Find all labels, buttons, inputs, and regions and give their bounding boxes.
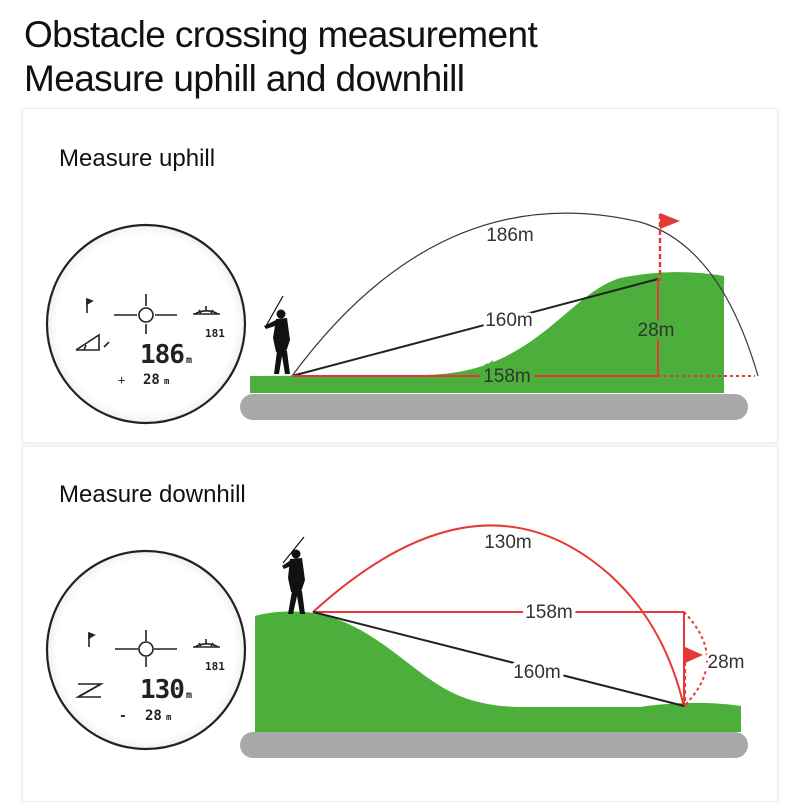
ground-strip <box>240 394 748 420</box>
downhill-horizontal-label: 158m <box>525 602 573 623</box>
uphill-straight-line <box>291 278 659 377</box>
crosshair-icon <box>115 630 177 667</box>
scan-arc-icon <box>193 306 220 315</box>
height-unit: m <box>164 377 170 387</box>
uphill-measure-lines <box>291 212 759 377</box>
uphill-scene: 181 186 m + 28 m <box>45 212 759 425</box>
height-unit: m <box>166 713 172 723</box>
slope-icon <box>75 333 110 351</box>
uphill-height-label: 28m <box>638 320 675 341</box>
main-distance-value: 186 <box>140 340 184 370</box>
downhill-rangefinder-display: 181 130 m - 28 m <box>45 549 247 751</box>
height-sign: + <box>118 373 125 387</box>
downhill-flag-icon <box>683 647 703 707</box>
main-distance-unit: m <box>186 355 192 366</box>
uphill-arc-label: 186m <box>486 225 534 246</box>
downhill-straight-line <box>312 611 685 707</box>
ground-strip <box>240 732 748 758</box>
main-distance-unit: m <box>186 690 192 701</box>
lens-ring <box>45 549 247 751</box>
downhill-arc-label: 130m <box>484 532 532 553</box>
downhill-panel-title: Measure downhill <box>59 481 246 508</box>
downhill-height-dashed-arc <box>683 611 708 707</box>
uphill-straight-label: 160m <box>485 310 533 331</box>
uphill-rangefinder-display: 181 186 m + 28 m <box>45 223 247 425</box>
page-heading-line-1: Obstacle crossing measurement <box>24 14 538 55</box>
height-value: 28 <box>143 372 160 388</box>
slope-icon <box>74 683 105 698</box>
uphill-panel-title: Measure uphill <box>59 145 216 172</box>
uphill-flag-icon <box>658 213 680 281</box>
downhill-golfer-icon <box>282 536 305 614</box>
downhill-straight-label: 160m <box>513 662 561 683</box>
main-distance-value: 130 <box>140 675 184 705</box>
height-sign: - <box>119 709 127 724</box>
uphill-golfer-icon <box>264 295 290 374</box>
scan-arc-icon <box>193 639 220 648</box>
mode-value: 181 <box>205 660 225 673</box>
downhill-hill <box>255 611 741 732</box>
downhill-height-label: 28m <box>708 652 745 673</box>
downhill-scene: 181 130 m - 28 m <box>45 524 748 758</box>
uphill-arc-line <box>291 212 759 377</box>
crosshair-icon <box>114 294 177 334</box>
height-value: 28 <box>145 708 162 724</box>
flag-icon <box>88 631 96 647</box>
page-heading-line-2: Measure uphill and downhill <box>24 58 465 99</box>
flag-icon <box>86 297 94 313</box>
uphill-hill <box>250 272 724 393</box>
uphill-horizontal-label: 158m <box>483 366 531 387</box>
mode-value: 181 <box>205 327 225 340</box>
downhill-arc-line <box>312 524 685 708</box>
